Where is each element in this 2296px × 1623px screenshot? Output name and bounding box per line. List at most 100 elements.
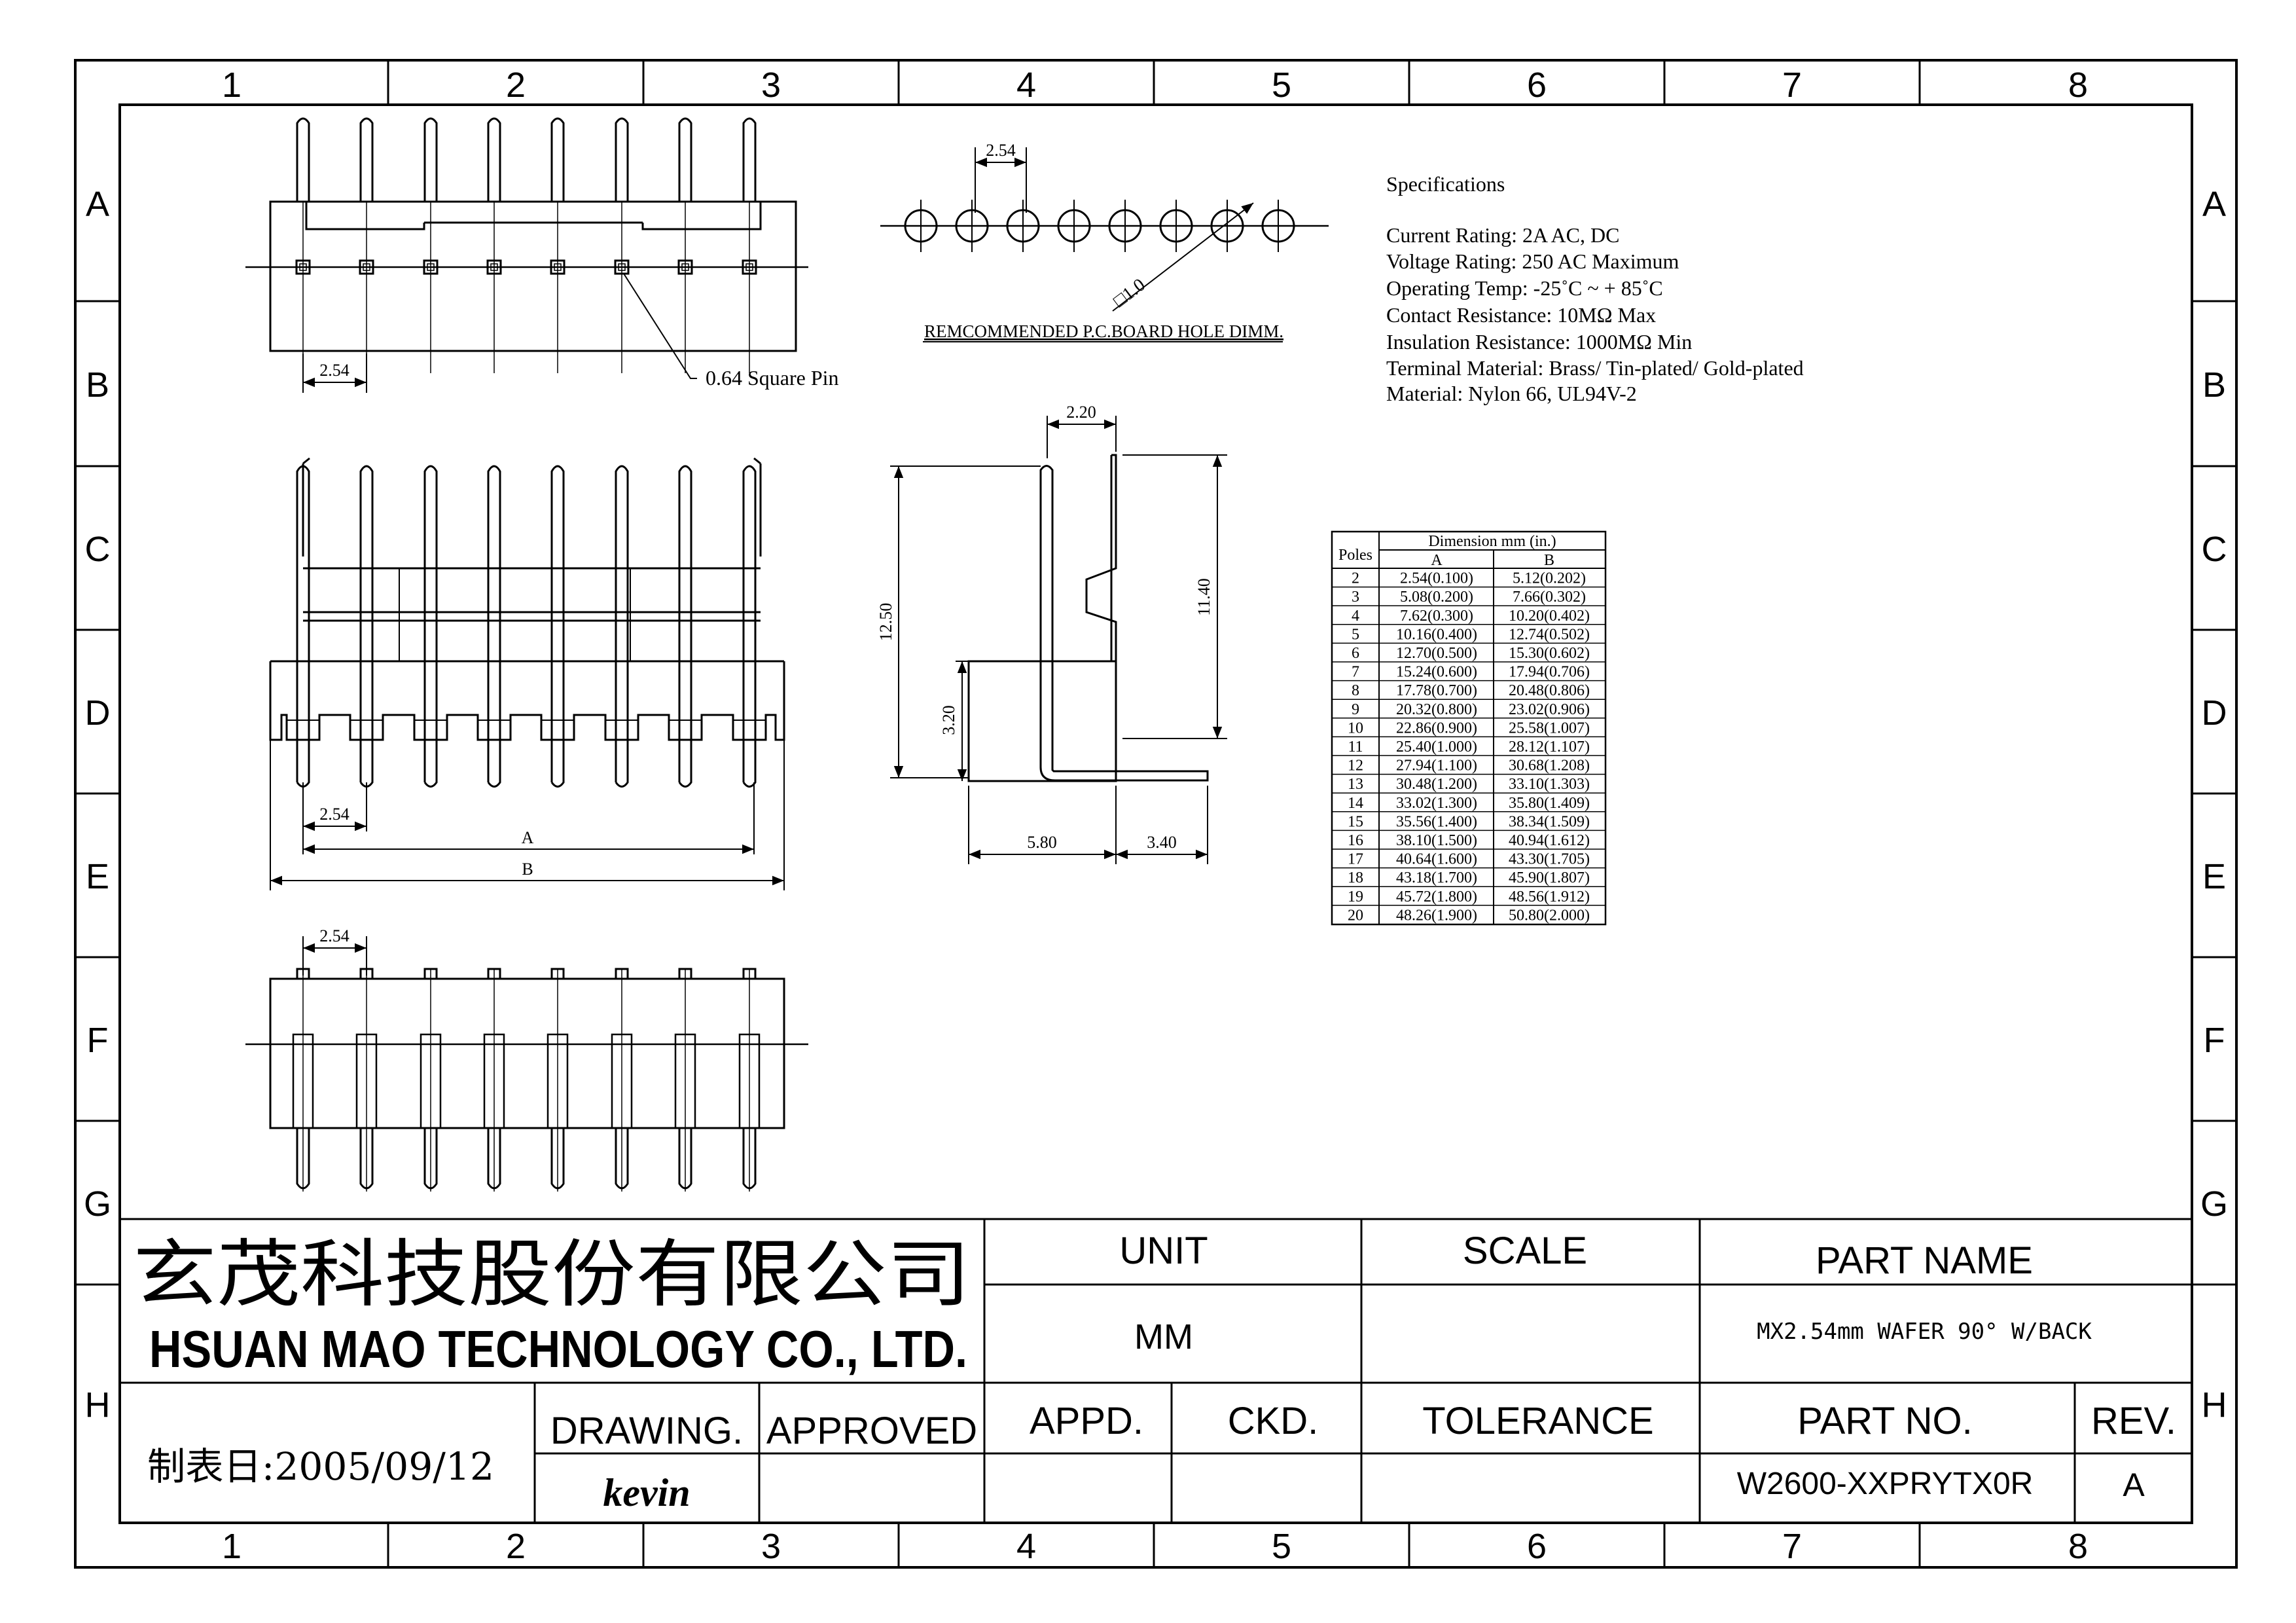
table-cell-poles: 13 <box>1348 776 1363 793</box>
front-pin <box>550 465 565 788</box>
table-cell-a: 27.94(1.100) <box>1396 757 1477 775</box>
spec-line: Voltage Rating: 250 AC Maximum <box>1386 249 1679 273</box>
specifications: Specifications Current Rating: 2A AC, DC… <box>1386 172 1804 405</box>
table-cell-b: 30.68(1.208) <box>1509 757 1590 775</box>
top-pin <box>296 117 310 202</box>
rev-value: A <box>2123 1467 2145 1503</box>
table-cell-poles: 14 <box>1348 795 1363 812</box>
table-cell-a: 7.62(0.300) <box>1400 608 1473 625</box>
top-pin <box>359 117 374 202</box>
front-view: 2.54 A B <box>269 457 785 890</box>
dimension-b-label: B <box>522 860 533 879</box>
table-cell-a: 43.18(1.700) <box>1396 869 1477 886</box>
unit-label: UNIT <box>1119 1230 1208 1272</box>
frame-row-label: F <box>87 1021 109 1060</box>
front-pin <box>423 465 438 788</box>
table-cell-poles: 8 <box>1352 682 1359 699</box>
drawing-date: 制表日:2005/09/12 <box>147 1444 494 1489</box>
approved-label: APPROVED <box>766 1410 977 1452</box>
table-cell-poles: 6 <box>1352 645 1359 662</box>
table-cell-poles: 12 <box>1348 757 1363 775</box>
table-cell-a: 35.56(1.400) <box>1396 813 1477 830</box>
table-cell-b: 23.02(0.906) <box>1509 701 1590 718</box>
table-cell-b: 7.66(0.302) <box>1513 589 1586 606</box>
pcb-hole-pattern: 2.54 □1.0 REMCOMMENDED P.C.BOARD HOLE DI… <box>880 141 1329 342</box>
side-top-width-label: 2.20 <box>1066 403 1096 422</box>
table-cell-a: 33.02(1.300) <box>1396 795 1477 812</box>
table-group-header: Dimension mm (in.) <box>1428 533 1556 550</box>
front-pin <box>359 465 374 788</box>
frame-column-label: 7 <box>1782 1527 1802 1566</box>
spec-line: Material: Nylon 66, UL94V-2 <box>1386 382 1637 405</box>
unit-value: MM <box>1134 1317 1193 1357</box>
table-cell-poles: 19 <box>1348 888 1363 905</box>
frame-column-label: 2 <box>506 65 526 105</box>
spec-line: Insulation Resistance: 1000MΩ Min <box>1386 330 1692 354</box>
top-pin <box>678 117 692 202</box>
drawing-label: DRAWING. <box>550 1410 743 1452</box>
tolerance-label: TOLERANCE <box>1422 1400 1653 1442</box>
table-cell-a: 5.08(0.200) <box>1400 589 1473 606</box>
square-pin-label: 0.64 Square Pin <box>706 366 839 390</box>
frame-column-label: 7 <box>1782 65 1802 105</box>
side-base-height-label: 3.20 <box>939 705 958 735</box>
table-col-a-header: A <box>1431 552 1443 569</box>
table-cell-b: 5.12(0.202) <box>1513 570 1586 587</box>
table-cell-b: 40.94(1.612) <box>1509 832 1590 849</box>
table-cell-poles: 15 <box>1348 813 1363 830</box>
table-cell-b: 33.10(1.303) <box>1509 776 1590 793</box>
table-col-b-header: B <box>1544 552 1554 569</box>
table-cell-poles: 20 <box>1348 907 1363 924</box>
part-no-value: W2600-XXPRYTX0R <box>1737 1467 2034 1501</box>
table-cell-a: 38.10(1.500) <box>1396 832 1477 849</box>
table-cell-a: 22.86(0.900) <box>1396 720 1477 737</box>
specifications-title: Specifications <box>1386 172 1505 196</box>
frame-row-label: G <box>2200 1184 2228 1224</box>
frame-column-label: 8 <box>2068 65 2088 105</box>
frame-column-label: 6 <box>1527 1527 1547 1566</box>
frame-row-label: E <box>2202 857 2226 896</box>
frame-column-label: 4 <box>1016 1527 1036 1566</box>
top-pin <box>423 117 438 202</box>
table-cell-a: 15.24(0.600) <box>1396 664 1477 681</box>
frame-row-label: H <box>2202 1385 2227 1425</box>
top-pin <box>615 117 629 202</box>
spec-line: Operating Temp: -25˚C ~ + 85˚C <box>1386 276 1663 300</box>
side-height-total-label: 12.50 <box>876 603 895 642</box>
table-cell-poles: 2 <box>1352 570 1359 587</box>
frame-row-label: D <box>85 693 111 733</box>
frame-row-label: H <box>85 1385 111 1425</box>
table-cell-b: 45.90(1.807) <box>1509 869 1590 886</box>
table-poles-header: Poles <box>1338 547 1372 564</box>
frame-row-label: C <box>85 530 111 569</box>
frame-row-label: B <box>86 365 109 405</box>
part-name-value: MX2.54mm WAFER 90° W/BACK <box>1757 1319 2092 1345</box>
frame-row-label: D <box>2202 693 2227 733</box>
table-cell-poles: 5 <box>1352 626 1359 643</box>
table-cell-b: 12.74(0.502) <box>1509 626 1590 643</box>
side-view: 2.20 12.50 11.40 3.20 5.80 3.40 <box>876 403 1227 864</box>
table-cell-a: 25.40(1.000) <box>1396 739 1477 756</box>
table-cell-a: 48.26(1.900) <box>1396 907 1477 924</box>
frame-column-label: 2 <box>506 1527 526 1566</box>
front-pin <box>487 465 501 788</box>
table-cell-b: 38.34(1.509) <box>1509 813 1590 830</box>
table-cell-b: 25.58(1.007) <box>1509 720 1590 737</box>
bottom-view: 2.54 <box>245 926 808 1192</box>
table-cell-poles: 11 <box>1348 739 1363 756</box>
table-cell-a: 45.72(1.800) <box>1396 888 1477 905</box>
table-cell-poles: 10 <box>1348 720 1363 737</box>
bottom-view-pitch-label: 2.54 <box>319 926 350 945</box>
table-cell-b: 15.30(0.602) <box>1509 645 1590 662</box>
frame-column-label: 5 <box>1272 65 1291 105</box>
table-cell-poles: 9 <box>1352 701 1359 718</box>
front-view-pitch-label: 2.54 <box>319 805 350 824</box>
ckd-label: CKD. <box>1228 1400 1319 1442</box>
table-cell-b: 35.80(1.409) <box>1509 795 1590 812</box>
spec-line: Contact Resistance: 10MΩ Max <box>1386 303 1656 327</box>
frame-column-label: 4 <box>1016 65 1036 105</box>
spec-line: Terminal Material: Brass/ Tin-plated/ Go… <box>1386 356 1804 380</box>
frame-row-label: B <box>2202 365 2226 405</box>
